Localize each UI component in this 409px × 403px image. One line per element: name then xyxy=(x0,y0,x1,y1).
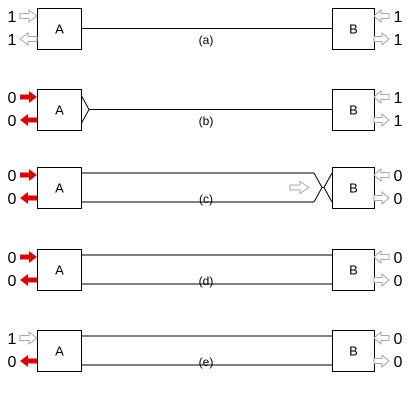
bracket-right-of-b xyxy=(323,172,333,203)
left-out-arrow-icon xyxy=(20,274,37,286)
right-out-value: 0 xyxy=(394,273,403,290)
box-a xyxy=(37,167,82,209)
box-a xyxy=(37,89,82,131)
left-in-value: 1 xyxy=(8,331,17,348)
right-in-arrow-icon xyxy=(373,249,390,265)
box-b xyxy=(332,330,375,372)
panel-caption: (d) xyxy=(199,274,214,288)
right-out-arrow-icon xyxy=(373,353,390,369)
right-out-value: 1 xyxy=(394,113,403,130)
left-in-arrow-icon xyxy=(20,91,37,103)
box-b-label: B xyxy=(349,181,358,196)
left-in-arrow-icon xyxy=(19,331,38,345)
box-a xyxy=(37,8,82,50)
panel-caption: (c) xyxy=(199,192,213,206)
left-in-arrow-icon xyxy=(20,251,37,263)
box-b xyxy=(332,8,375,50)
right-out-value: 0 xyxy=(394,191,403,208)
right-in-value: 0 xyxy=(394,331,403,348)
box-a-label: A xyxy=(55,263,64,278)
right-in-arrow-icon xyxy=(373,89,390,105)
box-a-label: A xyxy=(55,344,64,359)
right-in-arrow-icon xyxy=(373,167,390,183)
left-out-arrow-icon xyxy=(19,32,38,46)
panel-c: A B 0 0 0 0 (c) xyxy=(8,167,403,209)
panel-e: A B 1 0 0 0 (e) xyxy=(8,330,403,372)
left-out-arrow-icon xyxy=(20,355,37,367)
left-out-value: 0 xyxy=(8,354,17,371)
left-out-arrow-icon xyxy=(20,114,37,126)
left-in-value: 1 xyxy=(8,9,17,26)
left-in-value: 0 xyxy=(8,168,17,185)
right-out-arrow-icon xyxy=(373,272,390,288)
box-a-label: A xyxy=(55,22,64,37)
box-b xyxy=(332,249,375,291)
mid-arrow-icon xyxy=(289,180,310,195)
box-b-label: B xyxy=(349,344,358,359)
right-in-value: 0 xyxy=(394,250,403,267)
panel-caption: (a) xyxy=(199,33,214,47)
left-out-value: 0 xyxy=(8,273,17,290)
box-a xyxy=(37,249,82,291)
right-out-arrow-icon xyxy=(373,190,390,206)
left-in-arrow-icon xyxy=(19,9,38,23)
right-in-value: 1 xyxy=(394,9,403,26)
bracket-left-of-b xyxy=(313,172,323,203)
right-in-arrow-icon xyxy=(373,8,390,24)
right-out-value: 0 xyxy=(394,354,403,371)
box-b xyxy=(332,167,375,209)
box-a-label: A xyxy=(55,181,64,196)
left-out-value: 0 xyxy=(8,191,17,208)
left-out-arrow-icon xyxy=(20,192,37,204)
right-out-arrow-icon xyxy=(373,31,390,47)
left-out-value: 0 xyxy=(8,113,17,130)
right-in-value: 0 xyxy=(394,168,403,185)
left-in-value: 0 xyxy=(8,250,17,267)
panel-caption: (b) xyxy=(199,114,214,128)
panel-d: A B 0 0 0 0 (d) xyxy=(8,249,403,291)
panel-a: A B 1 1 1 1 (a) xyxy=(8,8,403,50)
box-b-label: B xyxy=(349,263,358,278)
box-a-label: A xyxy=(55,103,64,118)
left-out-value: 1 xyxy=(8,32,17,49)
bracket-left xyxy=(80,94,90,125)
right-out-value: 1 xyxy=(394,32,403,49)
right-in-value: 1 xyxy=(394,90,403,107)
right-out-arrow-icon xyxy=(373,112,390,128)
right-in-arrow-icon xyxy=(373,330,390,346)
panel-caption: (e) xyxy=(199,355,214,369)
panel-b: A B 0 0 1 1 (b) xyxy=(8,89,403,131)
box-b-label: B xyxy=(349,22,358,37)
box-b-label: B xyxy=(349,103,358,118)
left-in-value: 0 xyxy=(8,90,17,107)
left-in-arrow-icon xyxy=(20,169,37,181)
box-b xyxy=(332,89,375,131)
box-a xyxy=(37,330,82,372)
